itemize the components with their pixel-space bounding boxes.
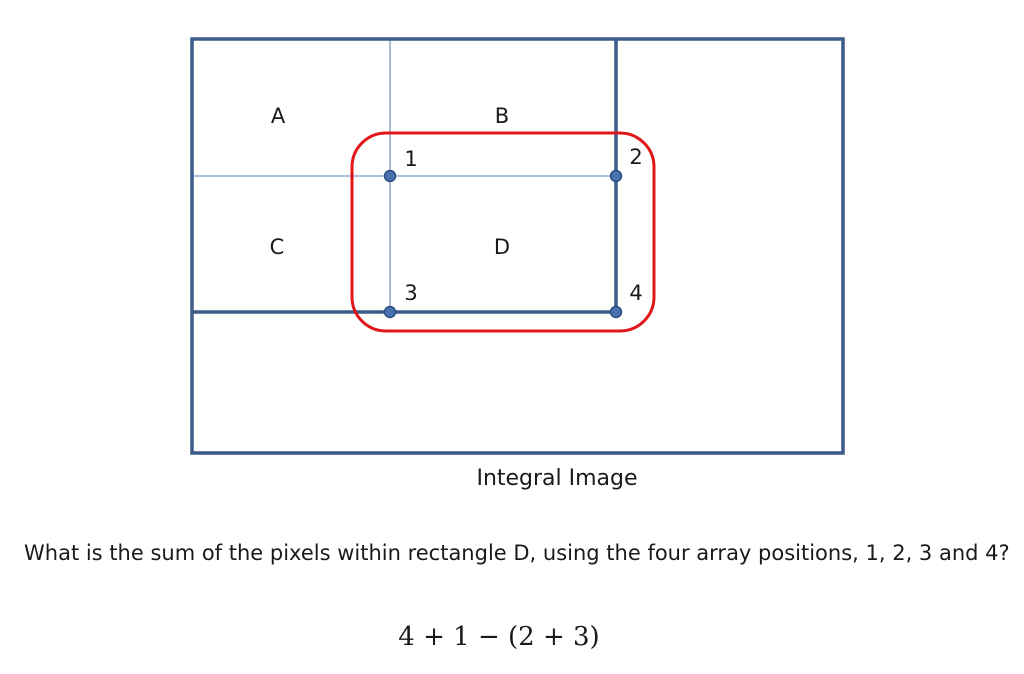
point-2-label: 2 — [629, 145, 642, 169]
region-d-label: D — [494, 235, 510, 259]
formula-text: 4 + 1 − (2 + 3) — [398, 622, 600, 652]
answer-formula: 4 + 1 − (2 + 3) — [0, 622, 1024, 652]
integral-image-diagram: A B C D 1 2 3 4 Integral Image — [190, 37, 845, 491]
point-1-marker — [383, 169, 397, 183]
region-b-label: B — [495, 104, 509, 128]
point-3-label: 3 — [404, 281, 417, 305]
point-4-marker — [609, 305, 623, 319]
point-4-label: 4 — [629, 281, 642, 305]
point-2-marker — [609, 169, 623, 183]
region-a-label: A — [271, 104, 286, 128]
region-c-label: C — [270, 235, 285, 259]
rectangle-d-highlight — [350, 131, 656, 333]
point-1-label: 1 — [404, 147, 417, 171]
question-text: What is the sum of the pixels within rec… — [24, 541, 1010, 565]
outer-frame — [190, 37, 845, 455]
point-3-marker — [383, 305, 397, 319]
diagram-caption: Integral Image — [476, 466, 637, 491]
